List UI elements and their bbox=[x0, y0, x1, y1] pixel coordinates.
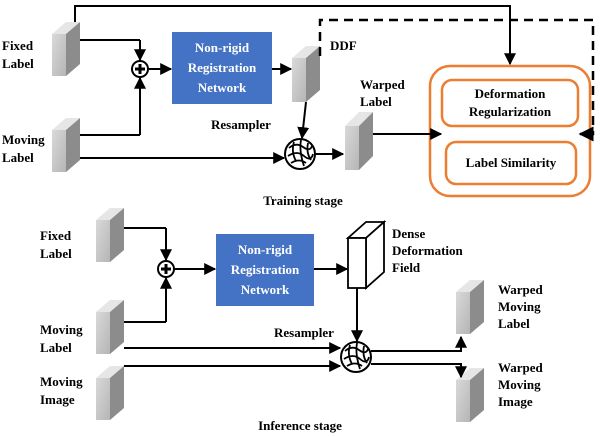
warped-moving-image-line1: Warped bbox=[498, 360, 544, 375]
dense-deformation-field-slab bbox=[345, 219, 387, 291]
deformation-regularization-line2: Regularization bbox=[469, 104, 552, 119]
inference-network-line1: Non-rigid bbox=[238, 242, 293, 257]
ddf-label: DDF bbox=[330, 38, 357, 53]
training-network-line1: Non-rigid bbox=[195, 40, 250, 55]
training-resampler-label: Resampler bbox=[211, 117, 271, 132]
training-circled-plus-icon bbox=[131, 60, 149, 78]
ddf-slab bbox=[292, 46, 320, 102]
inference-fixed-label-slab bbox=[96, 208, 124, 262]
training-fixed-label-line2: Label bbox=[2, 56, 34, 71]
warped-label-line1: Warped bbox=[360, 77, 406, 92]
warped-moving-image-slab bbox=[456, 368, 484, 422]
warped-moving-image-line3: Image bbox=[498, 394, 533, 409]
label-similarity-box bbox=[444, 140, 578, 186]
dense-deformation-field-line3: Field bbox=[392, 260, 421, 275]
inference-network-line2: Registration bbox=[231, 262, 300, 277]
inference-moving-image-line1: Moving bbox=[40, 374, 83, 389]
deformation-regularization-box bbox=[440, 78, 580, 128]
training-connectors bbox=[74, 5, 595, 164]
dense-deformation-field-line2: Deformation bbox=[392, 243, 464, 258]
training-resampler-grid-icon bbox=[284, 138, 316, 170]
inference-network-box bbox=[216, 234, 314, 306]
inference-moving-label-line2: Label bbox=[40, 340, 72, 355]
inference-resampler-grid-icon bbox=[340, 341, 372, 373]
warped-moving-label-line1: Warped bbox=[498, 282, 544, 297]
warped-moving-label-line3: Label bbox=[498, 316, 530, 331]
deformation-regularization-line1: Deformation bbox=[475, 86, 547, 101]
warped-moving-image-line2: Moving bbox=[498, 377, 541, 392]
training-network-line2: Registration bbox=[188, 60, 257, 75]
dense-deformation-field-line1: Dense bbox=[392, 226, 425, 241]
warped-label-line2: Label bbox=[360, 94, 392, 109]
inference-moving-label-line1: Moving bbox=[40, 322, 83, 337]
inference-network-line3: Network bbox=[241, 282, 290, 297]
training-stage-title: Training stage bbox=[263, 193, 343, 208]
training-moving-label-line2: Label bbox=[2, 150, 34, 165]
training-fixed-label-line1: Fixed bbox=[2, 38, 34, 53]
warped-label-slab bbox=[345, 112, 373, 170]
inference-fixed-label-line1: Fixed bbox=[40, 228, 72, 243]
training-network-line3: Network bbox=[198, 80, 247, 95]
inference-moving-image-line2: Image bbox=[40, 392, 75, 407]
training-network-box bbox=[172, 32, 272, 104]
warped-moving-label-line2: Moving bbox=[498, 299, 541, 314]
inference-resampler-label: Resampler bbox=[274, 325, 334, 340]
inference-fixed-label-line2: Label bbox=[40, 246, 72, 261]
training-moving-label-slab bbox=[52, 118, 80, 172]
label-similarity-text: Label Similarity bbox=[466, 155, 557, 170]
inference-circled-plus-icon bbox=[157, 260, 175, 278]
inference-moving-label-slab bbox=[96, 300, 124, 354]
inference-connectors bbox=[124, 227, 467, 379]
inference-moving-image-slab bbox=[96, 366, 124, 420]
warped-moving-label-slab bbox=[456, 280, 484, 334]
inference-stage-title: Inference stage bbox=[258, 418, 342, 433]
training-moving-label-line1: Moving bbox=[2, 132, 45, 147]
training-fixed-label-slab bbox=[52, 22, 80, 76]
